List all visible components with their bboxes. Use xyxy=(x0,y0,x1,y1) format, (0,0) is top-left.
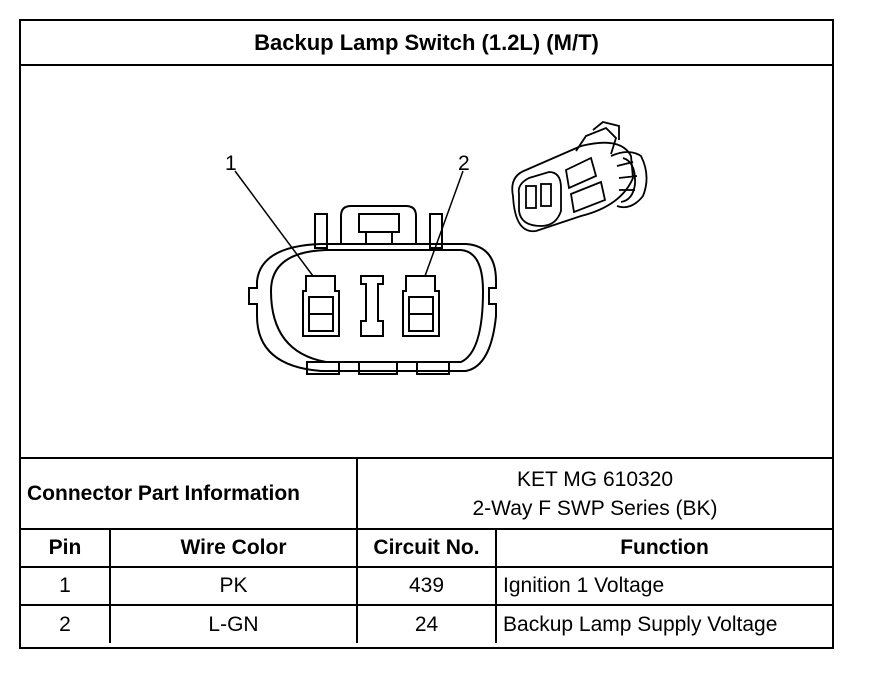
cavity-pin-2 xyxy=(402,275,440,337)
connector-info-table: Connector Part Information KET MG 610320… xyxy=(21,459,833,643)
left-rail xyxy=(314,213,328,249)
callout-1-leader xyxy=(234,170,314,277)
part-series-line: 2-Way F SWP Series (BK) xyxy=(472,496,718,520)
table-header-row: Pin Wire Color Circuit No. Function xyxy=(21,528,833,568)
latch-inner-tab xyxy=(365,231,393,245)
header-circuit-no: Circuit No. xyxy=(356,528,498,568)
callout-pin-2: 2 xyxy=(458,152,470,175)
connector-isometric-view xyxy=(511,121,648,233)
connector-latch xyxy=(340,205,417,244)
connector-body-outline xyxy=(248,243,497,372)
table-row: 1 PK 439 Ignition 1 Voltage xyxy=(21,566,833,606)
table-row: 2 L-GN 24 Backup Lamp Supply Voltage xyxy=(21,604,833,643)
diagram-title: Backup Lamp Switch (1.2L) (M/T) xyxy=(21,21,832,66)
connector-part-info-row: Connector Part Information KET MG 610320… xyxy=(21,459,833,530)
function-cell: Ignition 1 Voltage xyxy=(495,566,833,606)
bottom-notch-left xyxy=(306,361,340,375)
header-wire-color: Wire Color xyxy=(108,528,359,568)
callout-2-leader xyxy=(424,170,464,277)
circuit-cell: 24 xyxy=(356,604,498,643)
function-cell: Backup Lamp Supply Voltage xyxy=(495,604,833,643)
pin-cell: 1 xyxy=(21,566,111,606)
circuit-cell: 439 xyxy=(356,566,498,606)
pin-cell: 2 xyxy=(21,604,111,643)
part-number-line: KET MG 610320 xyxy=(517,467,674,491)
cavity-pin-1 xyxy=(302,275,340,337)
connector-part-info-label: Connector Part Information xyxy=(21,459,359,530)
bottom-notch-right xyxy=(416,361,450,375)
bottom-notch-mid xyxy=(358,361,398,375)
center-keying-rib xyxy=(360,275,384,337)
callout-pin-1: 1 xyxy=(225,152,237,175)
header-function: Function xyxy=(495,528,833,568)
connector-face-drawing: 1 2 xyxy=(225,121,648,375)
connector-sheet: Backup Lamp Switch (1.2L) (M/T) xyxy=(19,19,834,649)
right-rail xyxy=(429,213,443,249)
connector-part-info-value: KET MG 610320 2-Way F SWP Series (BK) xyxy=(356,459,833,530)
wire-color-cell: PK xyxy=(108,566,359,606)
wire-color-cell: L-GN xyxy=(108,604,359,643)
connector-diagram-area: 1 2 xyxy=(21,66,832,459)
header-pin: Pin xyxy=(21,528,111,568)
latch-window xyxy=(358,213,400,233)
